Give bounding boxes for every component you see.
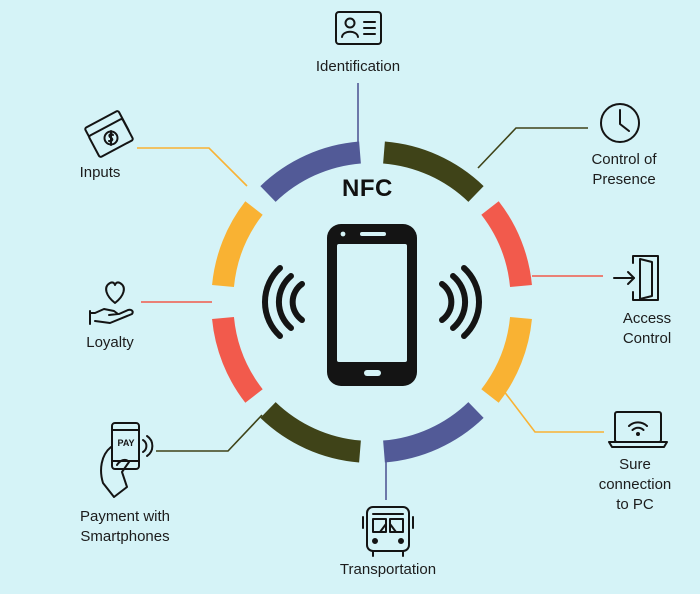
- label-inputs: Inputs: [79, 164, 121, 181]
- door-entry-icon: [613, 255, 659, 301]
- ring-arc-navy-top-left: [260, 141, 362, 203]
- ring-arc-olive-top-right: [382, 141, 484, 203]
- ring: [212, 141, 532, 463]
- laptop-wifi-icon: [608, 411, 668, 448]
- connector-control-of-presence: [477, 127, 588, 169]
- connectors: [137, 83, 604, 500]
- ring-arc-navy-bottom-right: [382, 401, 484, 463]
- label-access-control: Access Control: [622, 310, 672, 347]
- clock-icon: [600, 103, 640, 143]
- label-loyalty: Loyalty: [86, 334, 134, 351]
- money-icon: [84, 110, 134, 158]
- id-card-icon: [335, 11, 382, 45]
- connector-inputs: [137, 147, 248, 187]
- ring-arc-red-right: [481, 201, 532, 288]
- phone-pay-icon: [100, 422, 154, 498]
- label-sure-connection: Sure connection to PC: [598, 456, 672, 513]
- label-identification: Identification: [315, 58, 401, 75]
- bus-icon: [362, 506, 414, 557]
- ring-arc-amber-right: [481, 316, 532, 403]
- ring-arc-olive-bottom-left: [260, 401, 362, 463]
- connector-sure-connection: [496, 381, 604, 433]
- smartphone-icon: [327, 224, 417, 386]
- diagram-title: NFC: [342, 175, 393, 202]
- pay-badge: PAY: [117, 438, 134, 448]
- label-control-of-presence: Control of Presence: [591, 151, 657, 188]
- heart-hand-icon: [89, 281, 134, 325]
- ring-arc-red-left: [212, 316, 263, 403]
- ring-arc-amber-left: [212, 201, 263, 288]
- connector-payment: [156, 414, 263, 452]
- nfc-signal-icon: [261, 265, 483, 339]
- label-transportation: Transportation: [339, 561, 437, 578]
- label-payment: Payment with Smartphones: [79, 508, 171, 545]
